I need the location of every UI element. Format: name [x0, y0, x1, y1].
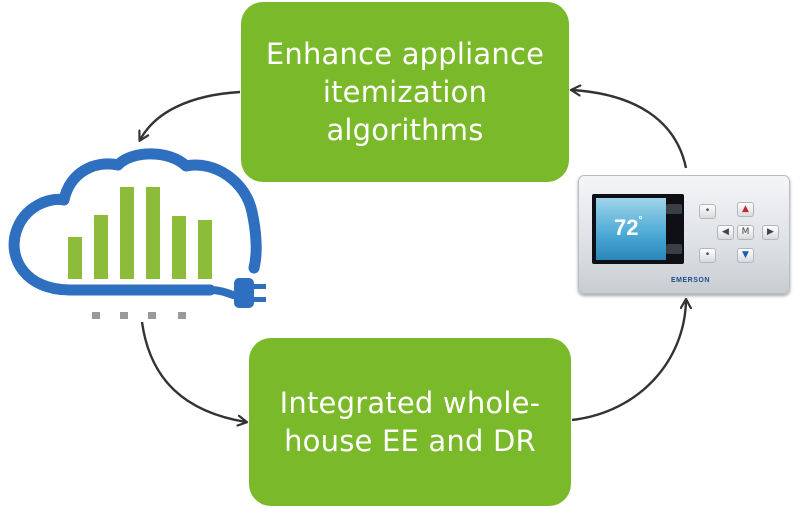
bar-1: [68, 237, 82, 279]
bar-2: [94, 215, 108, 279]
thermostat-menu-button: M: [737, 225, 754, 240]
thermostat-brand-logo: EMERSON: [671, 277, 710, 284]
thermostat-dot-button-bottom: •: [699, 248, 716, 263]
bar-6: [198, 220, 212, 279]
plug-icon: [206, 278, 266, 308]
bar-3: [120, 187, 134, 279]
heat-mode-chip: [666, 204, 682, 214]
box-top-line-1: Enhance appliance: [265, 37, 545, 71]
arrow-top-to-cloud: [140, 90, 241, 140]
thermostat-screen: 72°: [592, 194, 684, 264]
arrow-bottom-to-thermostat: [571, 300, 686, 422]
bar-5: [172, 216, 186, 279]
fan-mode-chip: [666, 244, 682, 254]
box-top-line-3: algorithms: [326, 113, 484, 147]
thermostat-up-button: ▲: [737, 202, 754, 217]
step-box-enhance-algorithms: Enhance appliance itemization algorithms: [241, 2, 569, 182]
arrow-cloud-to-bottom: [140, 321, 246, 422]
thermostat-dot-button-top: •: [699, 204, 716, 219]
thermostat-temperature: 72°: [614, 215, 643, 240]
bar-4: [146, 187, 160, 279]
box-bottom-line-2: house EE and DR: [284, 424, 536, 458]
thermostat-device: 72° • ▲ ◀ M ▶ • ▼ EMERSON: [578, 175, 790, 294]
thermostat-right-button: ▶: [762, 225, 779, 240]
box-top-line-2: itemization: [322, 75, 488, 109]
box-bottom-line-1: Integrated whole-: [279, 386, 541, 420]
cloud-outline: [8, 148, 262, 296]
thermostat-down-button: ▼: [737, 248, 754, 263]
step-box-integrated-ee-dr: Integrated whole- house EE and DR: [249, 338, 571, 506]
thermostat-display: 72°: [596, 198, 666, 260]
thermostat-left-button: ◀: [717, 225, 734, 240]
arrow-thermostat-to-top: [572, 90, 688, 169]
